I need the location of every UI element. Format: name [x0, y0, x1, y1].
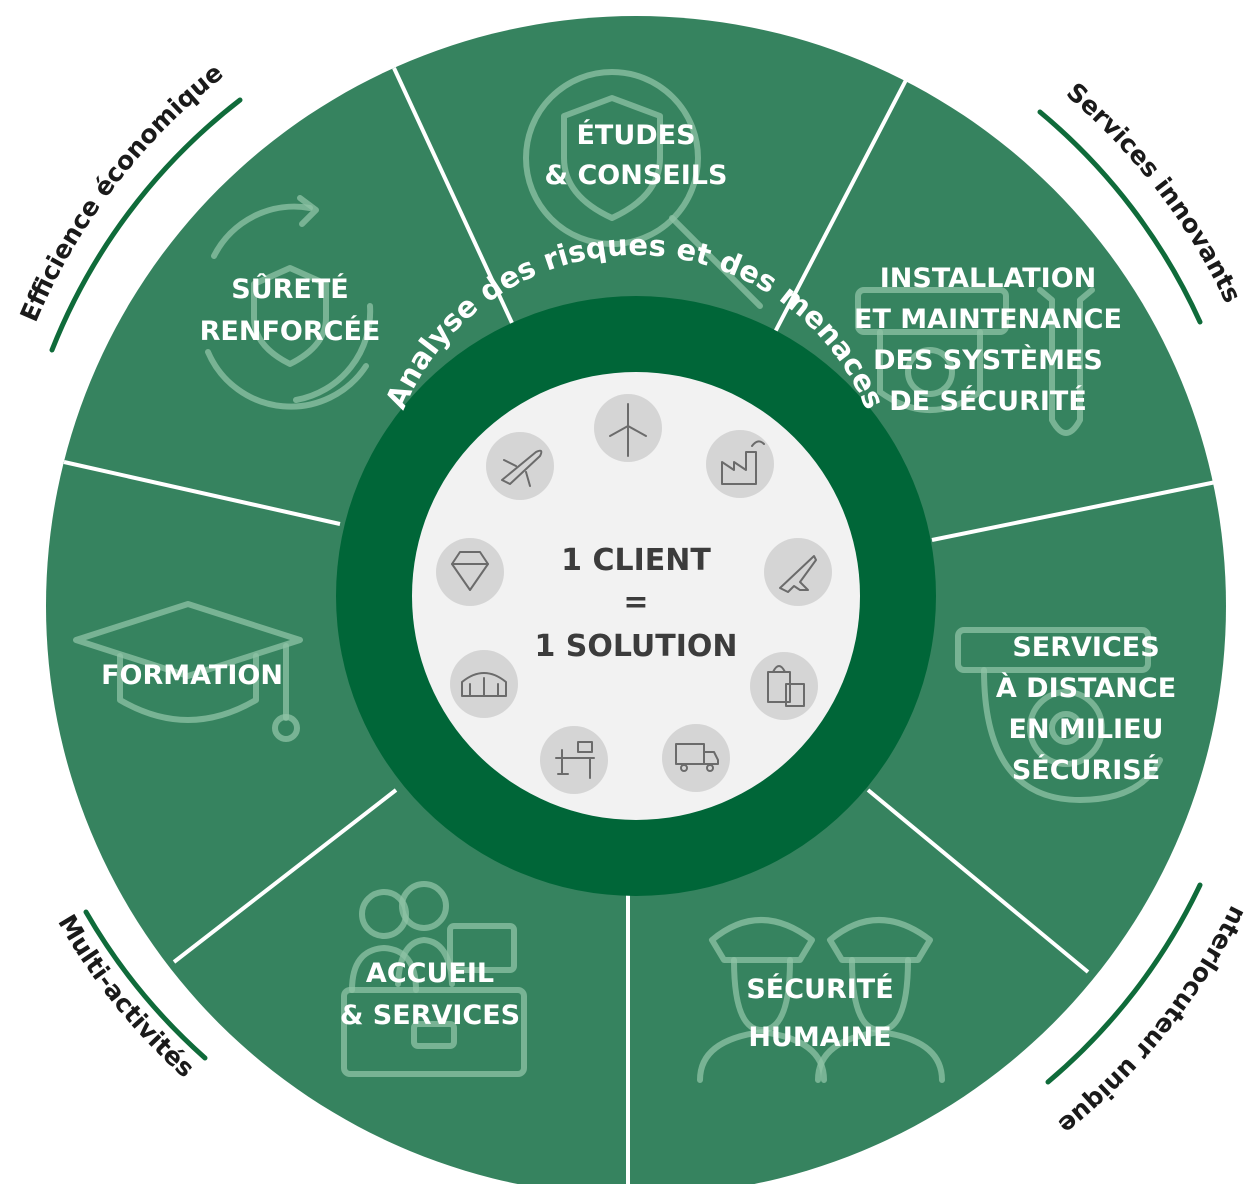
svg-text:INSTALLATION: INSTALLATION — [880, 263, 1097, 294]
security-guards-icon — [697, 917, 945, 1083]
svg-text:SÉCURISÉ: SÉCURISÉ — [1012, 754, 1160, 786]
segment-etudes-conseils: ÉTUDES & CONSEILS — [545, 119, 728, 191]
shopping-bags-icon — [750, 652, 818, 720]
wind-turbine-icon — [594, 394, 662, 462]
reception-desk-icon — [341, 881, 527, 1077]
factory-icon — [706, 430, 774, 498]
stadium-icon — [450, 650, 518, 718]
svg-text:SERVICES: SERVICES — [1012, 632, 1159, 663]
camera-tool-icon — [855, 287, 1095, 436]
svg-text:À DISTANCE: À DISTANCE — [996, 672, 1176, 704]
shield-magnifier-icon — [523, 69, 763, 309]
center-line-2: = — [623, 585, 648, 620]
svg-text:SÛRETÉ: SÛRETÉ — [231, 273, 348, 305]
segment-surete-renforcee: SÛRETÉ RENFORCÉE — [200, 273, 381, 347]
segment-formation: FORMATION — [101, 660, 283, 691]
shield-cycle-icon — [205, 195, 374, 410]
svg-text:& SERVICES: & SERVICES — [340, 1000, 520, 1031]
svg-text:HUMAINE: HUMAINE — [748, 1022, 891, 1053]
svg-text:DES SYSTÈMES: DES SYSTÈMES — [873, 344, 1103, 376]
segment-securite-humaine: SÉCURITÉ HUMAINE — [746, 973, 893, 1053]
diamond-icon — [436, 538, 504, 606]
segment-services-distance: SERVICES À DISTANCE EN MILIEU SÉCURISÉ — [996, 632, 1176, 786]
segment-installation-maintenance: INSTALLATION ET MAINTENANCE DES SYSTÈMES… — [854, 263, 1122, 417]
svg-text:ET MAINTENANCE: ET MAINTENANCE — [854, 304, 1122, 335]
fighter-jet-icon — [764, 538, 832, 606]
svg-text:SÉCURITÉ: SÉCURITÉ — [746, 973, 893, 1005]
svg-text:ACCUEIL: ACCUEIL — [366, 958, 494, 989]
center-line-1: 1 CLIENT — [561, 543, 711, 578]
svg-text:ÉTUDES: ÉTUDES — [576, 119, 695, 151]
svg-text:EN MILIEU: EN MILIEU — [1009, 714, 1164, 745]
svg-text:FORMATION: FORMATION — [101, 660, 283, 691]
svg-text:RENFORCÉE: RENFORCÉE — [200, 315, 381, 347]
airplane-icon — [486, 432, 554, 500]
office-desk-icon — [540, 726, 608, 794]
graduation-cap-icon — [73, 601, 303, 742]
segment-dividers — [63, 67, 1217, 1184]
segment-accueil-services: ACCUEIL & SERVICES — [340, 958, 520, 1031]
svg-text:DE SÉCURITÉ: DE SÉCURITÉ — [889, 385, 1087, 417]
center-line-3: 1 SOLUTION — [534, 629, 737, 664]
svg-text:& CONSEILS: & CONSEILS — [545, 160, 728, 191]
surveillance-camera-icon — [955, 627, 1163, 803]
truck-icon — [662, 724, 730, 792]
